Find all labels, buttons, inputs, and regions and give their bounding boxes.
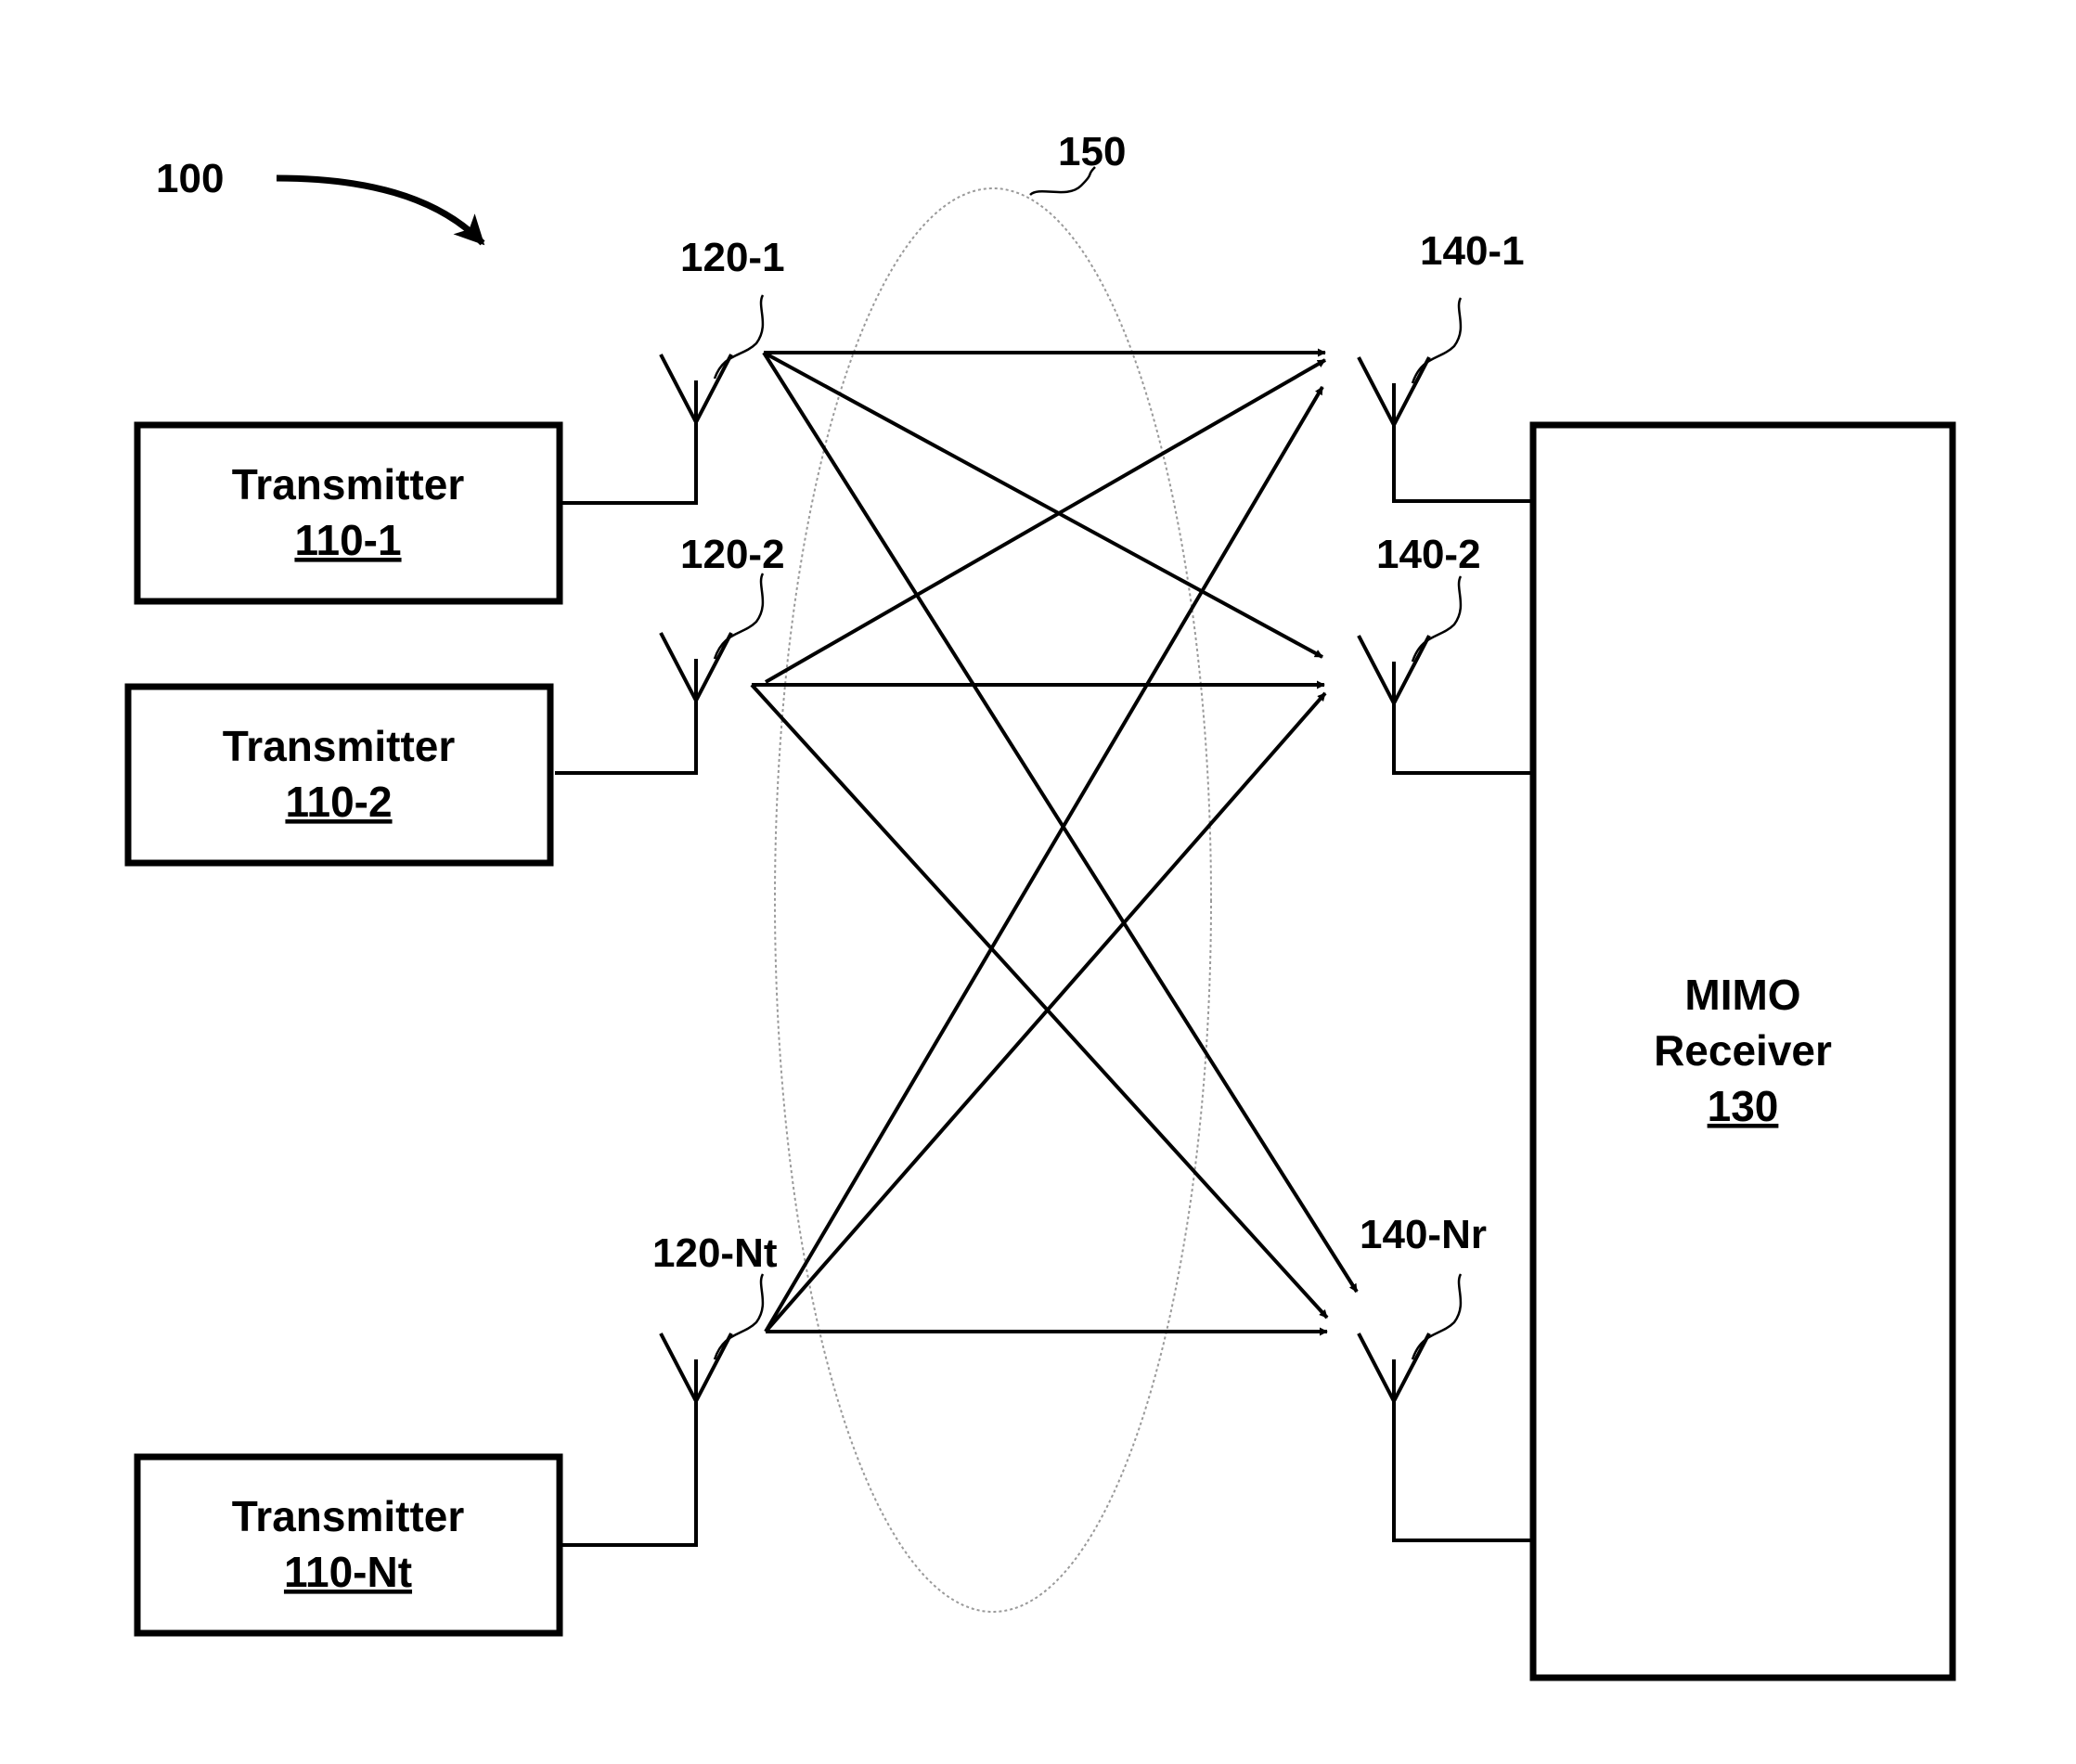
rxnr-feed-line <box>1394 1401 1533 1540</box>
transmitter-box <box>137 425 560 601</box>
antenna-ref: 120-2 <box>680 532 785 577</box>
transmitter-1: Transmitter 110-1 <box>137 425 560 601</box>
antenna-icon <box>1359 636 1429 703</box>
receiver-ref: 130 <box>1708 1082 1779 1130</box>
transmitter-nt: Transmitter 110-Nt <box>137 1457 560 1633</box>
rx2-feed-line <box>1394 703 1533 773</box>
tx2-feed-line <box>555 701 696 773</box>
antenna-icon <box>661 1333 731 1401</box>
rx-antenna-2: 140-2 <box>1359 532 1481 703</box>
transmitter-box <box>137 1457 560 1633</box>
figure-ref-arrow <box>277 178 483 243</box>
transmitter-ref: 110-Nt <box>284 1548 412 1596</box>
rx-antenna-nr: 140-Nr <box>1359 1212 1487 1401</box>
antenna-leader <box>1412 1274 1461 1359</box>
tx-antenna-2: 120-2 <box>661 532 785 701</box>
txnt-feed-line <box>560 1401 696 1545</box>
antenna-leader <box>715 1274 763 1359</box>
transmitter-ref: 110-2 <box>285 778 392 826</box>
transmitter-title: Transmitter <box>232 460 465 509</box>
antenna-leader <box>715 295 763 379</box>
transmitter-title: Transmitter <box>232 1492 465 1540</box>
tx-antenna-nt: 120-Nt <box>652 1230 778 1401</box>
receiver-line2: Receiver <box>1654 1026 1832 1075</box>
antenna-leader <box>715 573 763 659</box>
path-tx1-rxnr <box>764 353 1357 1292</box>
receiver-line1: MIMO <box>1684 971 1800 1019</box>
tx-antenna-1: 120-1 <box>661 235 785 422</box>
path-txnt-rx1 <box>766 387 1322 1332</box>
tx1-feed-line <box>560 422 696 503</box>
antenna-ref: 140-1 <box>1420 228 1525 274</box>
transmitter-box <box>128 687 550 863</box>
channel-paths <box>752 353 1357 1332</box>
antenna-leader <box>1412 576 1461 662</box>
figure-ref-label: 100 <box>156 156 224 201</box>
rx1-feed-line <box>1394 425 1533 501</box>
antenna-icon <box>1359 357 1429 425</box>
antenna-ref: 140-2 <box>1376 532 1481 577</box>
antenna-leader <box>1412 298 1461 383</box>
antenna-ref: 140-Nr <box>1360 1212 1487 1257</box>
rx-antenna-1: 140-1 <box>1359 228 1525 425</box>
path-txnt-rx2 <box>766 693 1325 1332</box>
path-tx1-rx2 <box>764 353 1322 657</box>
transmitter-ref: 110-1 <box>294 516 401 564</box>
antenna-ref: 120-Nt <box>652 1230 778 1276</box>
channel-ref-label: 150 <box>1058 129 1126 174</box>
antenna-icon <box>1359 1333 1429 1401</box>
mimo-receiver: MIMO Receiver 130 <box>1533 425 1953 1678</box>
antenna-icon <box>661 633 731 701</box>
antenna-ref: 120-1 <box>680 235 785 280</box>
antenna-icon <box>661 354 731 422</box>
transmitter-title: Transmitter <box>223 722 456 770</box>
path-tx2-rxnr <box>752 685 1327 1318</box>
transmitter-2: Transmitter 110-2 <box>128 687 550 863</box>
